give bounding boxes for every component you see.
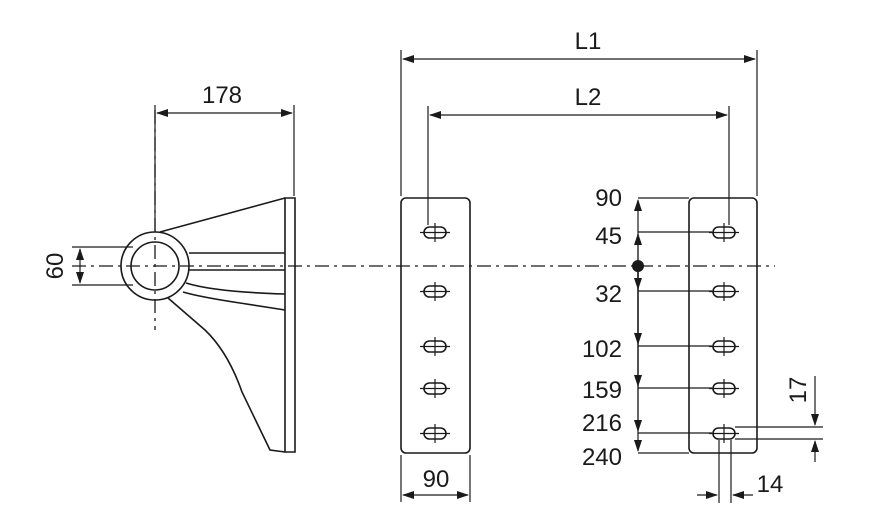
datum-point: [632, 260, 644, 272]
left-plate-holes: [420, 223, 450, 443]
dim-17-label: 17: [785, 377, 812, 404]
rib-lower-line: [182, 291, 286, 311]
slot-hole: [420, 282, 450, 301]
dim-178-label: 178: [202, 82, 242, 109]
hole-offset-dimensions: 90 45 32 102 159 216 240: [582, 185, 712, 471]
slot-hole: [420, 223, 450, 242]
dim-90-width-label: 90: [423, 466, 450, 493]
slot-hole: [709, 424, 739, 443]
dim-60-label: 60: [42, 253, 69, 280]
dim-14-label: 14: [757, 471, 784, 498]
left-plate: [400, 197, 471, 454]
right-plate-holes: [709, 223, 739, 443]
slot-hole: [709, 223, 739, 242]
web-top-edge: [159, 197, 286, 233]
slot-hole: [709, 282, 739, 301]
offset-label-240: 240: [582, 444, 622, 471]
boss-inner: [130, 241, 180, 291]
offset-label-216: 216: [582, 410, 622, 437]
offset-label-102: 102: [582, 336, 622, 363]
front-view: L1 L2 90 90 45: [400, 28, 823, 503]
offset-label-90: 90: [595, 185, 622, 212]
dim-L1-label: L1: [575, 28, 602, 55]
offset-label-159: 159: [582, 377, 622, 404]
slot-hole: [420, 379, 450, 398]
slot-hole: [709, 337, 739, 356]
offset-label-32: 32: [595, 281, 622, 308]
web-bottom-edge: [167, 297, 286, 453]
slot-hole: [420, 337, 450, 356]
flange-plate: [284, 197, 296, 453]
right-plate: [688, 197, 758, 454]
side-view: 178 60: [42, 82, 775, 453]
dim-L2-label: L2: [575, 84, 602, 111]
slot-hole: [420, 424, 450, 443]
slot-hole: [709, 379, 739, 398]
offset-label-45: 45: [595, 223, 622, 250]
rib-inner-line: [185, 282, 286, 295]
